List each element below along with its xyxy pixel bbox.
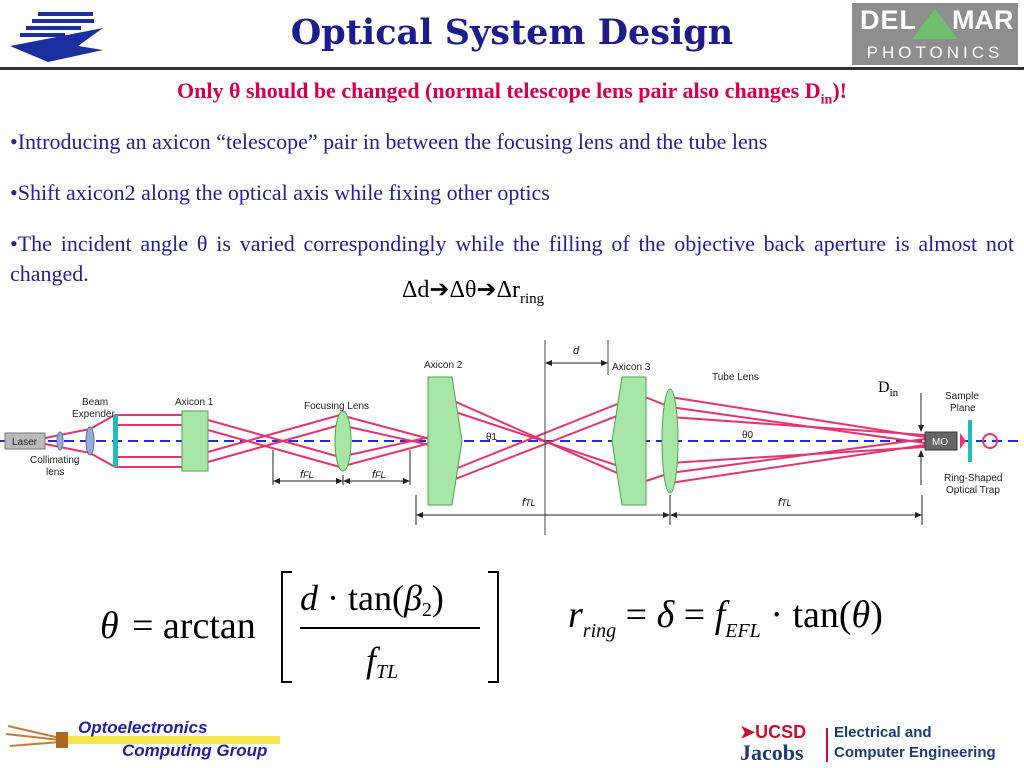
bullet-2: •Shift axicon2 along the optical axis wh… xyxy=(10,180,550,205)
din-sub: in xyxy=(890,387,899,399)
d-arrow-left-head xyxy=(545,360,552,366)
focusing-lens xyxy=(334,410,352,472)
axicon-2 xyxy=(427,376,463,506)
brand-photonics: PHOTONICS xyxy=(866,43,1004,62)
subtitle: Only θ should be changed (normal telesco… xyxy=(0,78,1024,108)
dimension-arrowheads xyxy=(273,478,922,518)
f-tl-label-1: fTL xyxy=(522,497,536,509)
mo-label: MO xyxy=(932,437,948,448)
theta1-label: θ1 xyxy=(486,432,498,443)
axicon3-label: Axicon 3 xyxy=(612,362,651,373)
page-title: Optical System Design xyxy=(290,12,734,53)
din-main: D xyxy=(878,379,890,396)
collimating-label-2: lens xyxy=(46,467,64,478)
sample-plane-label-2: Plane xyxy=(950,403,976,414)
f-fl-1-main: f xyxy=(300,469,304,481)
f-fl-label-2: fFL xyxy=(372,469,386,481)
eq1-theta: θ xyxy=(100,605,119,647)
subtitle-text: Only θ should be changed (normal telesco… xyxy=(177,78,821,103)
laser-box xyxy=(4,432,46,450)
f-tl-1-main: f xyxy=(522,497,526,509)
header-divider xyxy=(0,67,1024,70)
ucsd-arrow-icon: ➤ xyxy=(740,722,756,742)
din-arrow-bottom-head xyxy=(918,450,924,457)
subtitle-sub: in xyxy=(820,92,833,108)
eq1-bracket-left xyxy=(281,571,292,683)
tube-lens-label: Tube Lens xyxy=(712,372,759,383)
collimating-label-1: Collimating xyxy=(30,455,79,466)
relation-sub: ring xyxy=(520,290,545,307)
subtitle-end: )! xyxy=(832,78,847,103)
r-ring-equation: rring = δ = fEFL · tan(θ) xyxy=(568,594,883,642)
f-tl-2-main: f xyxy=(778,497,782,509)
f-fl-1-sub: FL xyxy=(303,470,314,480)
axicon1-label: Axicon 1 xyxy=(175,397,214,408)
axicon-3 xyxy=(611,376,647,506)
objective-mo xyxy=(924,431,958,451)
ece-line-2: Computer Engineering xyxy=(834,744,996,761)
trap-label-1: Ring-Shaped xyxy=(944,473,1002,484)
beam-expander-label-2: Expender xyxy=(72,409,115,420)
ucsd-label: ➤UCSD xyxy=(740,722,806,743)
f-tl-2-sub: TL xyxy=(781,498,792,508)
fiber-2-icon xyxy=(5,733,61,741)
eq1-numerator: d · tan(β2) xyxy=(300,578,444,621)
dimension-lines xyxy=(272,450,923,525)
optoelectronics-logo-icon xyxy=(5,725,280,748)
din-arrow-top-head xyxy=(918,425,924,432)
ucsd-text: UCSD xyxy=(755,722,807,742)
f-tl-label-2: fTL xyxy=(778,497,792,509)
f-fl-2-sub: FL xyxy=(375,470,386,480)
brand-del: DEL xyxy=(860,5,917,35)
delmar-photonics-logo: DEL MAR PHOTONICS xyxy=(852,3,1018,65)
beam-expander-label-1: Beam xyxy=(82,397,108,408)
mountain-icon xyxy=(912,9,958,39)
bullet-3: •The incident angle θ is varied correspo… xyxy=(10,231,1014,286)
brand-mar: MAR xyxy=(952,5,1014,35)
axicon-1 xyxy=(181,410,209,472)
eq1-denominator: fTL xyxy=(366,640,398,683)
collimating-lens xyxy=(113,415,118,467)
theta0-label: θ0 xyxy=(742,430,754,441)
jacobs-label: Jacobs xyxy=(740,740,804,765)
focus-cone xyxy=(960,433,966,449)
eq1-arctan: = arctan xyxy=(132,605,256,647)
focusing-lens-label: Focusing Lens xyxy=(304,401,369,412)
theta-equation: θ = arctan d · tan(β2) fTL xyxy=(100,571,499,683)
fiber-1-icon xyxy=(7,725,61,739)
f-fl-2-main: f xyxy=(372,469,376,481)
tube-lens xyxy=(661,388,679,494)
eq1-bracket-right xyxy=(488,571,499,683)
relation-text: Δd➔Δθ➔Δrring xyxy=(402,275,544,308)
f-tl-1-sub: TL xyxy=(525,498,536,508)
connector-icon xyxy=(56,732,68,748)
trap-label-2: Optical Trap xyxy=(946,485,1000,496)
expander-lens-2 xyxy=(85,426,95,456)
sample-plane-label-1: Sample xyxy=(945,391,979,402)
footer-divider xyxy=(826,728,828,762)
group-name-line-1: Optoelectronics xyxy=(78,718,208,737)
relation-main: Δd➔Δθ➔Δr xyxy=(402,277,521,303)
axicon2-label: Axicon 2 xyxy=(424,360,463,371)
expander-lens-1 xyxy=(56,431,64,451)
f-fl-label-1: fFL xyxy=(300,469,314,481)
ring-trap-icon xyxy=(982,433,998,449)
laser-label: Laser xyxy=(12,437,38,448)
optical-setup-diagram: Laser Beam Expender Collimating lens Axi… xyxy=(0,340,1022,535)
bullet-1: •Introducing an axicon “telescope” pair … xyxy=(10,129,768,154)
laser-beams xyxy=(44,394,926,486)
din-label: Din xyxy=(878,379,899,399)
eq2-text: rring = δ = fEFL · tan(θ) xyxy=(568,594,883,642)
group-name-line-2: Computing Group xyxy=(122,741,268,760)
ece-line-1: Electrical and xyxy=(834,724,932,741)
yellow-band xyxy=(68,736,280,744)
d-arrow-right-head xyxy=(601,360,608,366)
fiber-3-icon xyxy=(9,741,61,747)
lab-logo-icon xyxy=(10,12,103,62)
d-label: d xyxy=(573,345,580,357)
